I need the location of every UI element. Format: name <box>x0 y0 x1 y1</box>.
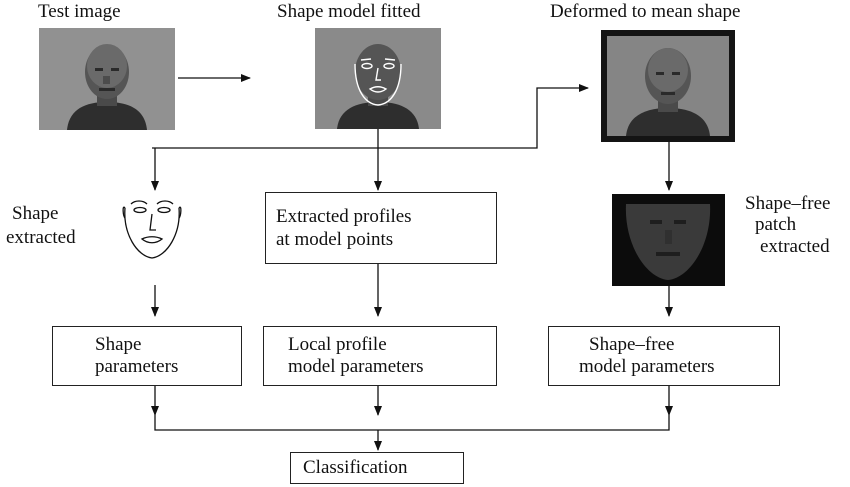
test-image-photo <box>39 28 175 130</box>
face-landmark-icon <box>315 28 441 129</box>
texture-patch-icon <box>612 194 725 286</box>
local-profile-box: Local profile model parameters <box>263 326 497 386</box>
extracted-profiles-line2: at model points <box>276 229 394 250</box>
extracted-profiles-box: Extracted profiles at model points <box>265 192 497 264</box>
face-warped-icon <box>601 30 735 142</box>
classification-box: Classification <box>290 452 464 484</box>
patch-label-line3: extracted <box>760 236 830 257</box>
shape-parameters-box: Shape parameters <box>52 326 242 386</box>
shape-free-params-line2: model parameters <box>579 356 715 377</box>
fitted-model-photo <box>315 28 441 129</box>
shape-extracted-line1: Shape <box>12 203 59 224</box>
patch-label-line2: patch <box>755 214 797 235</box>
local-profile-line2: model parameters <box>288 356 424 377</box>
arrow-fitted-to-deformed <box>152 84 589 149</box>
shape-sketch <box>117 192 187 262</box>
shape-free-params-box: Shape–free model parameters <box>548 326 780 386</box>
face-outline-icon <box>122 200 182 259</box>
shape-free-params-line1: Shape–free <box>589 334 675 355</box>
classification-label: Classification <box>303 457 408 478</box>
shape-parameters-line2: parameters <box>95 356 179 377</box>
patch-label-line1: Shape–free <box>745 193 831 214</box>
title-shape-model-fitted: Shape model fitted <box>277 1 421 22</box>
mean-shape-photo <box>601 30 735 142</box>
face-photo-icon <box>39 28 175 130</box>
shape-parameters-line1: Shape <box>95 334 142 355</box>
shape-free-patch <box>612 194 725 286</box>
shape-extracted-line2: extracted <box>6 227 76 248</box>
merge-bus <box>154 415 670 431</box>
title-deformed-to-mean-shape: Deformed to mean shape <box>550 1 741 22</box>
title-test-image: Test image <box>38 1 121 22</box>
local-profile-line1: Local profile <box>288 334 387 355</box>
extracted-profiles-line1: Extracted profiles <box>276 206 412 227</box>
